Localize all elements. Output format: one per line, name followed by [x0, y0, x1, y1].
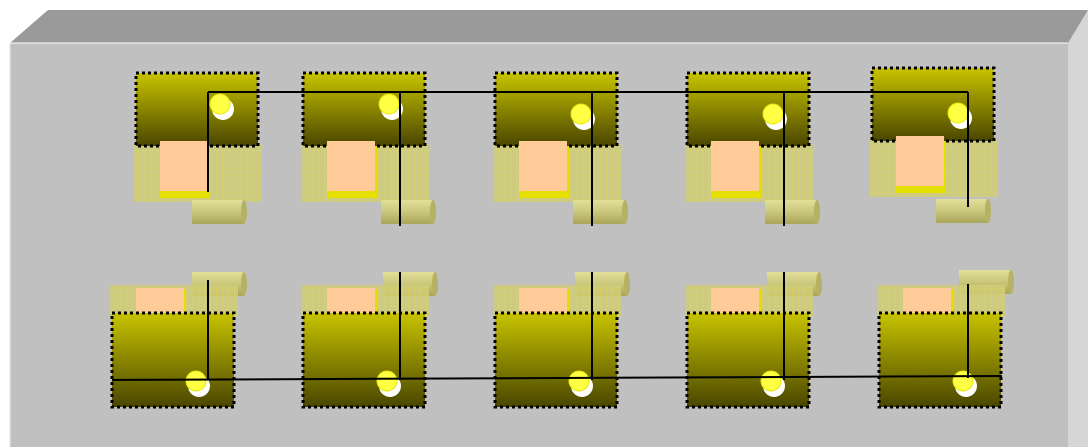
unit-box — [495, 313, 617, 407]
unit-bottom-1 — [110, 272, 247, 407]
led-icon — [948, 103, 968, 123]
connector-cylinder-end — [816, 272, 822, 296]
unit-box — [872, 68, 994, 141]
connector-cylinder — [573, 200, 625, 224]
peach-block — [136, 288, 184, 314]
unit-box — [495, 73, 617, 146]
led-icon — [379, 94, 399, 114]
unit-box — [303, 73, 425, 146]
unit-top-3 — [493, 73, 628, 224]
connector-cylinder-end — [430, 200, 436, 224]
panel-side-face — [1068, 10, 1088, 447]
peach-block — [160, 141, 208, 191]
led-icon — [761, 371, 781, 391]
peach-block — [896, 136, 944, 186]
unit-box — [136, 73, 258, 146]
connector-cylinder — [381, 200, 433, 224]
led-icon — [571, 104, 591, 124]
unit-top-4 — [685, 73, 820, 224]
connector-cylinder-end — [814, 200, 820, 224]
led-icon — [953, 371, 973, 391]
peach-block — [519, 141, 567, 191]
peach-block — [711, 288, 759, 314]
peach-block — [903, 288, 951, 314]
unit-top-2 — [301, 73, 436, 224]
connector-cylinder-end — [622, 200, 628, 224]
led-icon — [763, 104, 783, 124]
panel-top-face — [10, 10, 1088, 43]
connector-cylinder — [765, 200, 817, 224]
peach-block — [327, 288, 375, 314]
led-icon — [210, 94, 230, 114]
unit-bottom-2 — [301, 272, 438, 407]
connector-cylinder-end — [1008, 270, 1014, 294]
led-icon — [569, 371, 589, 391]
unit-bottom-3 — [493, 272, 630, 407]
connector-cylinder-end — [985, 199, 991, 223]
unit-box — [687, 73, 809, 146]
unit-box — [112, 313, 234, 407]
connector-cylinder-end — [624, 272, 630, 296]
peach-block — [519, 288, 567, 314]
led-icon — [186, 371, 206, 391]
unit-top-1 — [134, 73, 262, 224]
connector-cylinder-end — [432, 272, 438, 296]
connector-cylinder — [936, 199, 988, 223]
connector-cylinder-end — [241, 272, 247, 296]
unit-box — [879, 313, 1001, 407]
connector-cylinder-end — [241, 200, 247, 224]
connector-cylinder — [192, 200, 244, 224]
unit-box — [687, 313, 809, 407]
unit-bottom-5 — [877, 270, 1014, 407]
unit-bottom-4 — [685, 272, 822, 407]
peach-block — [327, 141, 375, 191]
led-icon — [377, 371, 397, 391]
unit-box — [303, 313, 425, 407]
peach-block — [711, 141, 759, 191]
